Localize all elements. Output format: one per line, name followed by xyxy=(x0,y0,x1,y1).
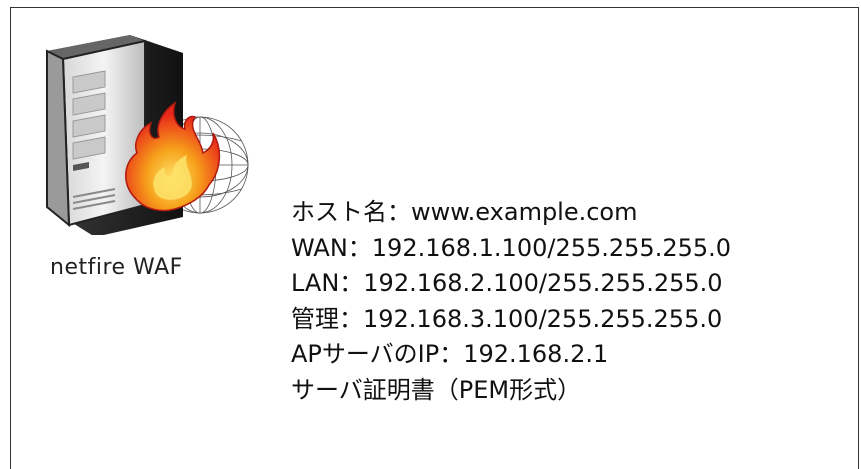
server-certificate-line: サーバ証明書（PEM形式） xyxy=(291,375,582,404)
flame-icon xyxy=(125,101,221,212)
lan-line: LAN：192.168.2.100/255.255.255.0 xyxy=(291,269,723,297)
waf-device xyxy=(25,25,265,235)
device-caption: netfire WAF xyxy=(50,255,183,280)
hostname-line: ホスト名：www.example.com xyxy=(291,198,638,226)
wan-line: WAN：192.168.1.100/255.255.255.0 xyxy=(291,233,732,262)
firewall-server-icon xyxy=(46,35,249,235)
ap-server-ip-line: APサーバのIP：192.168.2.1 xyxy=(291,340,609,368)
device-info: ホスト名：www.example.com WAN：192.168.1.100/2… xyxy=(291,195,731,408)
management-line: 管理：192.168.3.100/255.255.255.0 xyxy=(291,304,723,333)
diagram-frame xyxy=(10,7,859,469)
